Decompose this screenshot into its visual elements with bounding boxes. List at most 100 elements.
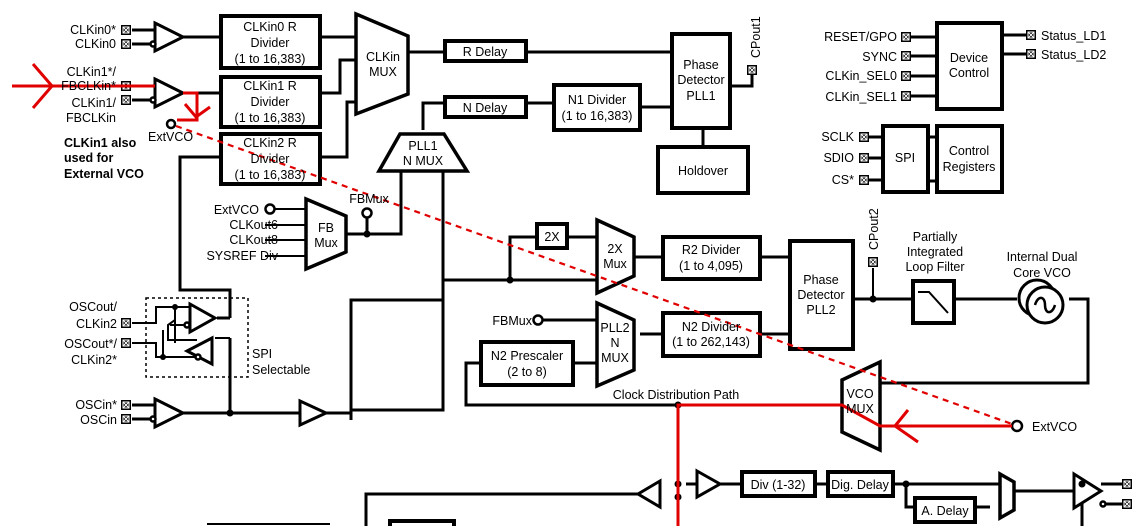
r2-div-line1: R2 Divider	[682, 243, 740, 257]
lowpass-icon	[918, 291, 949, 314]
muxes	[304, 11, 1016, 522]
pll2-n-mux	[595, 300, 636, 389]
clkin0-div-line2: Divider	[251, 36, 290, 50]
pin-icon	[859, 132, 869, 142]
pin-icon	[121, 400, 131, 410]
cpout2-label: CPout2	[867, 208, 881, 250]
open-ports	[165, 118, 1024, 433]
label-oscout-n: OSCout*/	[64, 337, 117, 351]
control-registers-line1: Control	[949, 144, 989, 158]
n1-divider	[552, 83, 642, 132]
pin-icon	[901, 51, 911, 61]
extvco-fb-port	[264, 203, 276, 215]
fbmux-port	[361, 207, 373, 219]
pin-icon	[901, 32, 911, 42]
label-clkin-sel0: CLKin_SEL0	[825, 69, 897, 83]
label-sync: SYNC	[862, 50, 897, 64]
doubler-block	[535, 222, 569, 250]
vco-mux	[840, 359, 882, 453]
pin-icon	[121, 318, 131, 328]
pin-icon	[121, 25, 131, 35]
label-cs: CS*	[832, 173, 854, 187]
clkin1-div-line2: Divider	[251, 95, 290, 109]
r-delay-label: R Delay	[463, 45, 508, 59]
fb-mux-line2: Mux	[314, 236, 338, 250]
vco-icon	[1017, 278, 1065, 325]
pin-icon	[121, 39, 131, 49]
vco-line2: Core VCO	[1013, 266, 1071, 280]
pd2-line1: Phase	[803, 273, 838, 287]
control-registers-line2: Registers	[943, 160, 996, 174]
oscout-in-buffer	[188, 301, 219, 335]
n1-div-line2: (1 to 16,383)	[562, 109, 633, 123]
holdover-label: Holdover	[678, 164, 728, 178]
red-dashed-equivalence	[175, 124, 1013, 426]
pll2-nmux-line3: MUX	[601, 351, 629, 365]
control-registers-block	[935, 124, 1004, 194]
pd2-line3: PLL2	[806, 303, 835, 317]
buffers	[149, 20, 1107, 511]
loop-filter-line1: Partially	[913, 230, 958, 244]
red-arrow-left	[31, 63, 54, 109]
note-line-1: CLKin1 also	[64, 136, 137, 150]
fb-input-sysref-div: SYSREF Div	[206, 249, 278, 263]
n-delay-block	[443, 95, 528, 119]
label-clkin2-n: CLKin2*	[71, 353, 117, 367]
clkin0-div-line3: (1 to 16,383)	[235, 52, 306, 66]
fb-mux	[304, 196, 348, 272]
label-spi-selectable-1: SPI	[252, 347, 272, 361]
phase-detector-pll1	[670, 32, 732, 130]
cpout1-label: CPout1	[749, 16, 763, 58]
note-line-2: used for	[64, 151, 113, 165]
fbmux-pll2-label: FBMux	[492, 314, 532, 328]
delay-select-mux	[998, 470, 1016, 522]
red-annotations	[12, 63, 1013, 526]
vco-mux-line2: MUX	[846, 402, 874, 416]
r2-div-line2: (1 to 4,095)	[679, 259, 743, 273]
pll2-nmux-line1: PLL2	[600, 321, 629, 335]
bottom-block	[388, 519, 456, 526]
fbmux-port-pll2	[532, 314, 544, 326]
clkin0-div-line1: CLKin0 R	[243, 20, 297, 34]
pin-icon	[868, 257, 878, 267]
label-fbclkin: FBCLKin	[66, 111, 116, 125]
clkout-buffer	[1072, 471, 1104, 511]
label-oscin: OSCin	[80, 413, 117, 427]
pin-icon	[1026, 30, 1036, 40]
label-clkin2: CLKin2	[76, 317, 117, 331]
pd1-line2: Detector	[677, 73, 724, 87]
vco-line1: Internal Dual	[1007, 250, 1078, 264]
div-label: Div (1-32)	[751, 478, 806, 492]
2x-mux	[595, 217, 636, 296]
pin-icon	[747, 65, 757, 75]
note-line-3: External VCO	[64, 167, 144, 181]
oscin-buffer-2	[298, 398, 330, 428]
n2-prescaler-line1: N2 Prescaler	[491, 349, 563, 363]
pin-icon	[121, 414, 131, 424]
label-clkin1: CLKin1/	[72, 96, 117, 110]
pd1-line3: PLL1	[686, 89, 715, 103]
clock-distribution-label: Clock Distribution Path	[613, 388, 739, 402]
clkin-mux-line2: MUX	[369, 65, 397, 79]
pd1-line1: Phase	[683, 58, 718, 72]
label-clkin-sel1: CLKin_SEL1	[825, 90, 897, 104]
label-status-ld1: Status_LD1	[1041, 29, 1106, 43]
pin-icon	[1026, 49, 1036, 59]
extvco-port-right	[1010, 419, 1024, 433]
loop-filter-line2: Integrated	[907, 245, 963, 259]
label-spi-selectable-2: Selectable	[252, 363, 310, 377]
extvco-right-label: ExtVCO	[1032, 420, 1077, 434]
label-extvco-top: ExtVCO	[148, 130, 193, 144]
label-fbclkin-n: FBCLKin*	[61, 79, 116, 93]
n2-prescaler-line2: (2 to 8)	[507, 365, 547, 379]
spi-label: SPI	[895, 151, 915, 165]
r2-divider	[661, 235, 762, 281]
clkin1-buffer	[153, 76, 187, 110]
clkin-mux-line1: CLKin	[366, 50, 400, 64]
label-clkin1-n: CLKin1*/	[67, 65, 117, 79]
label-clkin0: CLKin0	[75, 37, 116, 51]
n2-div-line2: (1 to 262,143)	[672, 335, 750, 349]
red-route-extvco	[177, 91, 199, 122]
pin-icon	[121, 95, 131, 105]
